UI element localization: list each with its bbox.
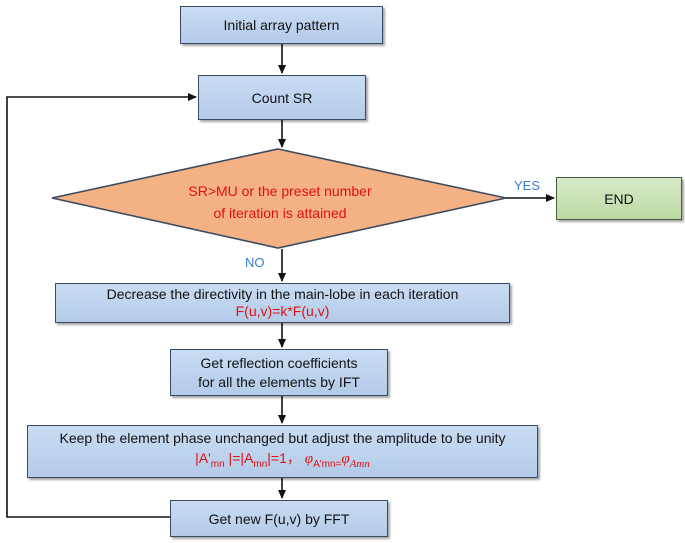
formula-phi: φ (341, 451, 350, 468)
formula-a-prime: |A' (195, 450, 211, 467)
initial-array-pattern-box: Initial array pattern (180, 6, 383, 44)
end-box: END (556, 177, 682, 220)
get-new-fuv-box: Get new F(u,v) by FFT (170, 500, 388, 537)
formula-phi-sub: Amn (349, 457, 370, 470)
decision-text: SR>MU or the preset number of iteration … (150, 180, 410, 224)
initial-array-pattern-label: Initial array pattern (223, 17, 340, 33)
decision-diamond (51, 148, 507, 249)
decrease-directivity-label: Decrease the directivity in the main-lob… (106, 286, 459, 302)
formula-phi-prime: φ (304, 451, 314, 468)
no-label: NO (245, 255, 265, 270)
decision-line-2: of iteration is attained (213, 205, 347, 221)
keep-phase-box: Keep the element phase unchanged but adj… (27, 425, 538, 478)
formula-a-sub: mn (253, 458, 268, 470)
count-sr-label: Count SR (251, 89, 313, 106)
end-label: END (604, 190, 634, 207)
formula-a-prime-sub: mn (210, 458, 225, 470)
decrease-directivity-box: Decrease the directivity in the main-lob… (55, 283, 510, 323)
reflection-line-2: for all the elements by IFT (198, 373, 360, 390)
decrease-formula: F(u,v)=k*F(u,v) (235, 303, 330, 319)
formula-phi-prime-sub: A'mn= (313, 458, 342, 470)
count-sr-box: Count SR (198, 75, 366, 120)
arrow-loop-back (6, 93, 197, 518)
decision-line-1: SR>MU or the preset number (188, 183, 372, 199)
formula-equals-one: |=1， (267, 450, 301, 467)
yes-label: YES (514, 178, 541, 193)
formula-a: |=|A (224, 450, 254, 467)
reflection-coefficients-box: Get reflection coefficients for all the … (170, 349, 388, 396)
reflection-line-1: Get reflection coefficients (200, 354, 358, 371)
get-new-fuv-label: Get new F(u,v) by FFT (208, 510, 350, 527)
keep-phase-formula: |A'mn |=|Amn|=1， φA'mn=φAmn (195, 448, 370, 475)
keep-phase-label: Keep the element phase unchanged but adj… (59, 430, 506, 447)
